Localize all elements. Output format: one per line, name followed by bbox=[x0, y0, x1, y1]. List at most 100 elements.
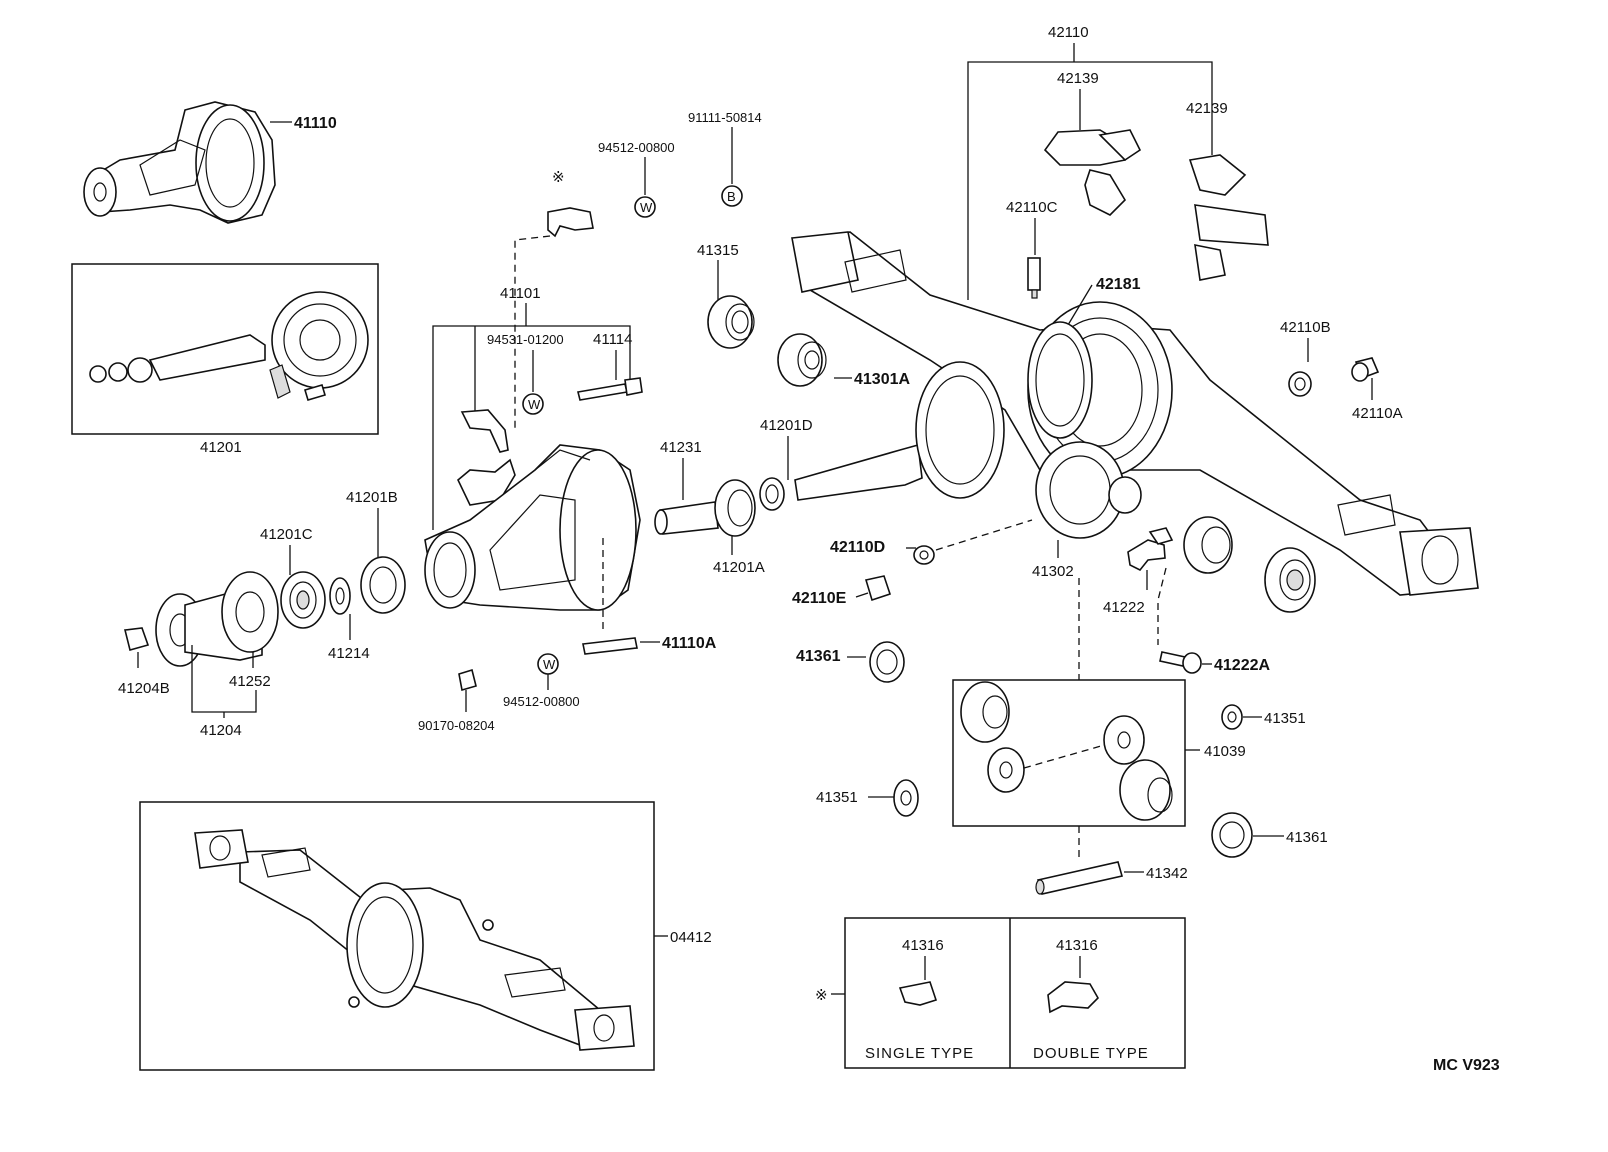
label-41231: 41231 bbox=[660, 439, 702, 456]
label-41351-left: 41351 bbox=[816, 789, 858, 806]
label-41342: 41342 bbox=[1146, 865, 1188, 882]
pinion-gear-left bbox=[987, 747, 1025, 793]
label-42110b: 42110B bbox=[1280, 319, 1331, 336]
gasket-42110d bbox=[913, 545, 935, 565]
label-41110a: 41110A bbox=[662, 635, 717, 652]
label-41315: 41315 bbox=[697, 242, 739, 259]
label-41316-double: 41316 bbox=[1056, 937, 1098, 954]
single-type-caption: SINGLE TYPE bbox=[865, 1045, 974, 1062]
label-41039: 41039 bbox=[1204, 743, 1246, 760]
figure-code: MC V923 bbox=[1433, 1057, 1500, 1074]
label-41316-single: 41316 bbox=[902, 937, 944, 954]
label-41301a: 41301A bbox=[854, 371, 910, 388]
pinion-gear-right bbox=[1103, 715, 1145, 765]
label-41204b: 41204B bbox=[118, 680, 170, 697]
label-41201c: 41201C bbox=[260, 526, 313, 543]
box-41316-types bbox=[844, 917, 1186, 1069]
bearing-41315 bbox=[707, 295, 755, 349]
label-41201b: 41201B bbox=[346, 489, 398, 506]
label-41114: 41114 bbox=[593, 331, 633, 348]
washer-mark-w1: W bbox=[640, 200, 653, 215]
plug-42110e bbox=[864, 575, 892, 602]
label-42110a: 42110A bbox=[1352, 405, 1403, 422]
label-41204: 41204 bbox=[200, 722, 242, 739]
spacer-41231 bbox=[654, 501, 719, 535]
label-94512-00800-bottom: 94512-00800 bbox=[503, 694, 580, 709]
label-41110: 41110 bbox=[294, 115, 337, 132]
reference-mark-top: ※ bbox=[552, 169, 565, 186]
label-42110e: 42110E bbox=[792, 590, 847, 607]
side-bearing-left bbox=[1183, 516, 1233, 574]
gasket-42110b bbox=[1288, 371, 1312, 397]
adjusting-nut-lock bbox=[547, 207, 594, 238]
gasket-42181 bbox=[1027, 321, 1093, 439]
ring-pinion-gear bbox=[89, 291, 369, 401]
differential-case-41302 bbox=[1035, 441, 1142, 539]
label-41252: 41252 bbox=[229, 673, 271, 690]
side-gear-top bbox=[960, 681, 1010, 743]
double-type-caption: DOUBLE TYPE bbox=[1033, 1045, 1149, 1062]
label-41214: 41214 bbox=[328, 645, 370, 662]
washer-symbol-w bbox=[634, 196, 656, 218]
label-41201d: 41201D bbox=[760, 417, 813, 434]
label-41302: 41302 bbox=[1032, 563, 1074, 580]
label-42110c: 42110C bbox=[1006, 199, 1058, 216]
bolt-41114 bbox=[577, 377, 643, 401]
lock-single-type bbox=[898, 981, 938, 1006]
reference-mark-bottom: ※ bbox=[815, 987, 828, 1004]
box-41039 bbox=[952, 679, 1186, 827]
washer-41361-left bbox=[869, 641, 905, 683]
washer-mark-w2: W bbox=[528, 397, 541, 412]
plug-42110a bbox=[1351, 357, 1380, 382]
bearing-41301a bbox=[777, 333, 827, 387]
box-41201 bbox=[71, 263, 379, 435]
label-94512-00800-top: 94512-00800 bbox=[598, 140, 675, 155]
washer-41201d bbox=[759, 477, 785, 511]
washer-mark-w3: W bbox=[543, 657, 556, 672]
drive-pinion-shaft bbox=[794, 443, 923, 501]
label-41361-right: 41361 bbox=[1286, 829, 1328, 846]
label-41201a: 41201A bbox=[713, 559, 765, 576]
label-41222: 41222 bbox=[1103, 599, 1145, 616]
side-gear-bottom bbox=[1119, 759, 1173, 821]
breather-plug-42110c bbox=[1027, 257, 1041, 299]
stud-41110a bbox=[582, 637, 638, 655]
companion-flange-41204 bbox=[155, 571, 279, 667]
label-90170-08204: 90170-08204 bbox=[418, 718, 495, 733]
label-42139-right: 42139 bbox=[1186, 100, 1228, 117]
spacer-41214 bbox=[329, 577, 351, 615]
dust-deflector-left bbox=[1043, 129, 1142, 216]
thrust-washer-41351-left bbox=[893, 779, 919, 817]
dust-deflector-right bbox=[1188, 154, 1269, 281]
carrier-assembly-41110 bbox=[83, 101, 292, 224]
label-41351-right: 41351 bbox=[1264, 710, 1306, 727]
thrust-washer-41351-right bbox=[1221, 704, 1243, 730]
label-42110: 42110 bbox=[1048, 24, 1089, 41]
label-41361-left: 41361 bbox=[796, 648, 841, 665]
label-42181: 42181 bbox=[1096, 276, 1141, 293]
bolt-mark-b: B bbox=[727, 189, 736, 204]
nut-41204b bbox=[124, 627, 150, 651]
pinion-shaft-41342 bbox=[1035, 861, 1124, 895]
label-41101: 41101 bbox=[500, 285, 541, 302]
washer-41361-right bbox=[1211, 812, 1253, 858]
label-42110d: 42110D bbox=[830, 539, 885, 556]
differential-carrier-housing bbox=[424, 444, 641, 611]
bolt-symbol-b bbox=[721, 185, 743, 207]
bearing-41201a bbox=[714, 479, 756, 537]
label-91111-50814: 91111-50814 bbox=[688, 110, 762, 125]
bearing-cap-41101 bbox=[457, 409, 516, 506]
ring-gear bbox=[915, 361, 1005, 499]
nut-90170-08204 bbox=[458, 668, 477, 692]
label-41222a: 41222A bbox=[1214, 657, 1270, 674]
bolt-41222a bbox=[1159, 651, 1202, 674]
axle-housing-assembly-04412 bbox=[194, 829, 635, 1051]
side-bearing-right bbox=[1264, 547, 1316, 613]
label-04412: 04412 bbox=[670, 929, 712, 946]
label-41201: 41201 bbox=[200, 439, 242, 456]
bearing-41201b bbox=[360, 556, 406, 614]
washer-symbol-w2 bbox=[522, 393, 544, 415]
lock-double-type bbox=[1047, 981, 1099, 1014]
label-94531-01200: 94531-01200 bbox=[487, 332, 564, 347]
